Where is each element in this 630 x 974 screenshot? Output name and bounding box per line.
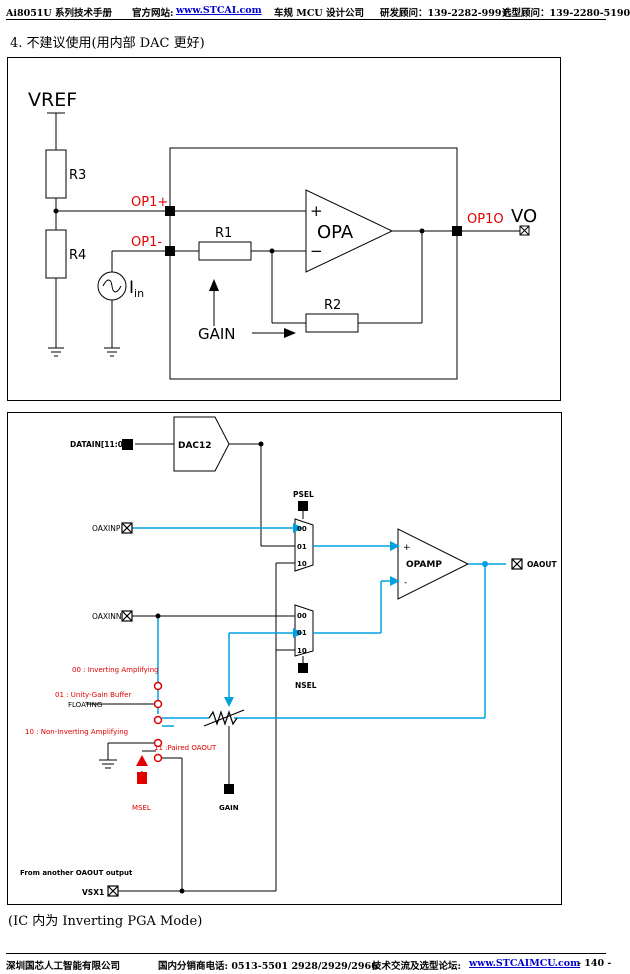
opamp-triangle <box>397 528 470 600</box>
vo-label: VO <box>511 206 537 227</box>
iin-label: Iin <box>129 278 144 300</box>
oaxinp-label: OAXINP <box>92 524 121 533</box>
nsel-label: NSEL <box>295 681 317 690</box>
from-another-oaout-label: From another OAOUT output <box>20 869 133 877</box>
r4-label: R4 <box>69 248 86 263</box>
dac12-block <box>173 416 230 472</box>
gain-up-arrow-icon <box>209 279 219 291</box>
nsel-in-00: 00 <box>297 612 307 620</box>
op1-minus-pin <box>165 246 175 256</box>
r3-label: R3 <box>69 168 86 183</box>
psel-in-00: 00 <box>297 525 307 533</box>
opa-triangle <box>305 189 394 273</box>
section-heading: 4. 不建议使用(用内部 DAC 更好) <box>10 36 205 51</box>
msel-contact-01 <box>153 699 163 709</box>
site-label: 官方网站: <box>132 8 174 19</box>
opamp-minus-label: - <box>404 578 407 588</box>
floating-label: FLOATING <box>68 701 102 709</box>
mode-11-label: 11 :Paired OAOUT <box>154 744 217 752</box>
manual-title: Ai8051U 系列技术手册 <box>6 8 113 19</box>
opamp-plus-label: + <box>403 543 411 553</box>
op1o-pin <box>452 226 462 236</box>
gain-right-arrow-icon <box>284 328 296 338</box>
selection-consultant: 选型顾问：139-2280-5190 <box>502 8 630 19</box>
r1-resistor <box>198 241 252 261</box>
msel-label: MSEL <box>132 804 151 812</box>
page-number: - 140 - <box>577 958 612 969</box>
vsx1-label: VSX1 <box>82 888 104 897</box>
mode-01-label: 01 : Unity-Gain Buffer <box>55 691 131 699</box>
site-link[interactable]: www.STCAI.com <box>176 5 262 16</box>
gain-pin <box>224 784 234 794</box>
opa-label: OPA <box>317 222 354 243</box>
op1o-label: OP1O <box>467 212 504 227</box>
psel-label: PSEL <box>293 490 314 499</box>
opamp-circuit-svg: VREF R3 R4 OP1+ OP1- R1 R2 + − OPA OP1O … <box>28 89 537 380</box>
nsel-mux <box>294 604 314 657</box>
vo-terminal <box>519 225 530 236</box>
footer-rule <box>6 953 606 954</box>
msel-arrow-icon <box>136 755 148 766</box>
msel-contact-10 <box>153 738 163 748</box>
rd-consultant: 研发顾问：139-2282-9991 <box>380 8 509 19</box>
footer-company: 深圳国芯人工智能有限公司 <box>6 961 121 972</box>
gain-label-2: GAIN <box>219 804 239 812</box>
oaout-label: OAOUT <box>527 560 557 569</box>
figure-caption: (IC 内为 Inverting PGA Mode) <box>8 914 203 929</box>
footer-forum-label: 技术交流及选型论坛: <box>372 961 462 972</box>
opa-minus-label: − <box>310 242 323 260</box>
footer-distributor-phone: 国内分销商电话: 0513-5501 2928/2929/2966 <box>158 961 378 972</box>
opa-plus-label: + <box>310 202 323 220</box>
datain-pin <box>122 439 133 450</box>
msel-contact-11 <box>153 753 163 763</box>
r1-label: R1 <box>215 226 232 241</box>
mode-10-label: 10 : Non-Inverting Amplifying <box>25 728 128 736</box>
psel-mux <box>294 518 314 572</box>
psel-in-01: 01 <box>297 543 307 551</box>
page-footer: 深圳国芯人工智能有限公司 国内分销商电话: 0513-5501 2928/292… <box>6 958 611 972</box>
page-header: Ai8051U 系列技术手册 官方网站: www.STCAI.com 车规 MC… <box>6 5 630 21</box>
r3-resistor <box>45 149 67 199</box>
op1-plus-pin <box>165 206 175 216</box>
gain-label: GAIN <box>198 325 236 343</box>
vref-label: VREF <box>28 89 77 111</box>
r4-resistor <box>45 229 67 279</box>
msel-pin <box>137 772 147 784</box>
msel-wiper <box>153 715 163 725</box>
msel-contact-00 <box>153 681 163 691</box>
opamp-label: OPAMP <box>406 560 442 570</box>
op1-plus-label: OP1+ <box>131 195 168 210</box>
mode-00-label: 00 : Inverting Amplifying <box>72 666 159 674</box>
nsel-in-01: 01 <box>297 629 307 637</box>
header-rule <box>6 19 606 20</box>
dac12-label: DAC12 <box>178 441 212 451</box>
internal-opamp-block-diagram: DATAIN[11:0] DAC12 PSEL NSEL OAXINP OAXI… <box>7 412 562 905</box>
op1-minus-label: OP1- <box>131 235 162 250</box>
nsel-pin <box>298 663 308 673</box>
ic-boundary <box>169 147 458 380</box>
opamp-circuit-diagram: VREF R3 R4 OP1+ OP1- R1 R2 + − OPA OP1O … <box>7 57 561 401</box>
oaxinn-label: OAXINN <box>92 612 121 621</box>
psel-pin <box>298 501 308 511</box>
datain-label: DATAIN[11:0] <box>70 440 126 449</box>
r2-label: R2 <box>324 298 341 313</box>
company-tagline: 车规 MCU 设计公司 <box>274 8 364 19</box>
footer-forum-link[interactable]: www.STCAIMCU.com <box>469 958 581 969</box>
nsel-in-10: 10 <box>297 647 307 655</box>
r2-resistor <box>305 313 359 333</box>
psel-in-10: 10 <box>297 560 307 568</box>
internal-opamp-svg: DATAIN[11:0] DAC12 PSEL NSEL OAXINP OAXI… <box>20 416 557 897</box>
